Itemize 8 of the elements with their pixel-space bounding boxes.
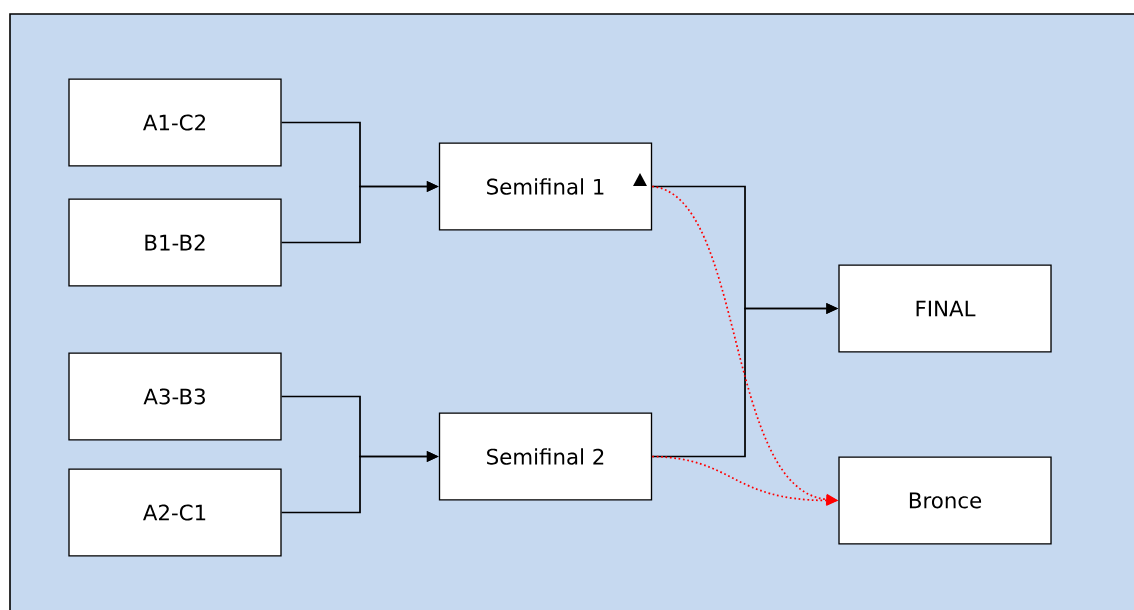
- match-box: Semifinal 2: [438, 412, 653, 501]
- match-box: FINAL: [838, 264, 1052, 353]
- match-box: A2-C1: [68, 468, 282, 557]
- match-box: A1-C2: [68, 78, 282, 167]
- match-box: B1-B2: [68, 198, 282, 287]
- match-box: Semifinal 1: [438, 142, 653, 231]
- match-box: Bronce: [838, 456, 1052, 545]
- match-box: A3-B3: [68, 352, 282, 441]
